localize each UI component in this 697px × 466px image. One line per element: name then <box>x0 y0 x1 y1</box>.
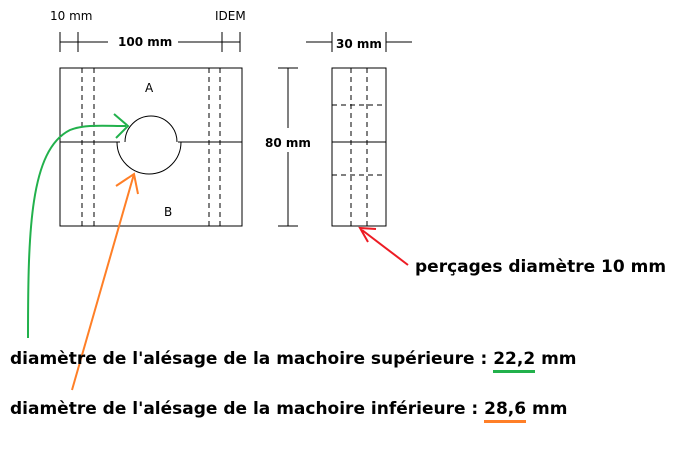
front-view <box>59 67 243 227</box>
dim-hole-label: 10 mm <box>50 9 92 23</box>
lower-bore-note: diamètre de l'alésage de la machoire inf… <box>10 399 568 423</box>
dim-height-label: 80 mm <box>265 136 311 150</box>
dim-depth-line <box>306 32 412 52</box>
red-arrow <box>358 226 409 266</box>
orange-arrow <box>71 172 139 391</box>
dim-height-line <box>278 67 298 227</box>
dim-hole-line <box>59 32 79 52</box>
dim-depth-label: 30 mm <box>336 37 382 51</box>
upper-bore-value: 22,2 <box>493 349 536 373</box>
lower-bore-label: diamètre de l'alésage de la machoire inf… <box>10 399 485 419</box>
dim-width-line <box>78 32 241 52</box>
lower-bore-value: 28,6 <box>484 399 527 423</box>
upper-bore-unit: mm <box>535 349 577 369</box>
part-label-b: B <box>164 205 172 219</box>
upper-bore-note: diamètre de l'alésage de la machoire sup… <box>10 349 577 373</box>
dim-width-label: 100 mm <box>118 35 172 49</box>
lower-bore-unit: mm <box>526 399 568 419</box>
upper-bore-label: diamètre de l'alésage de la machoire sup… <box>10 349 494 369</box>
dim-idem-label: IDEM <box>215 9 246 23</box>
drilling-note: perçages diamètre 10 mm <box>415 257 667 277</box>
side-view <box>331 67 387 227</box>
part-label-a: A <box>145 81 154 95</box>
green-arrow <box>27 113 130 339</box>
